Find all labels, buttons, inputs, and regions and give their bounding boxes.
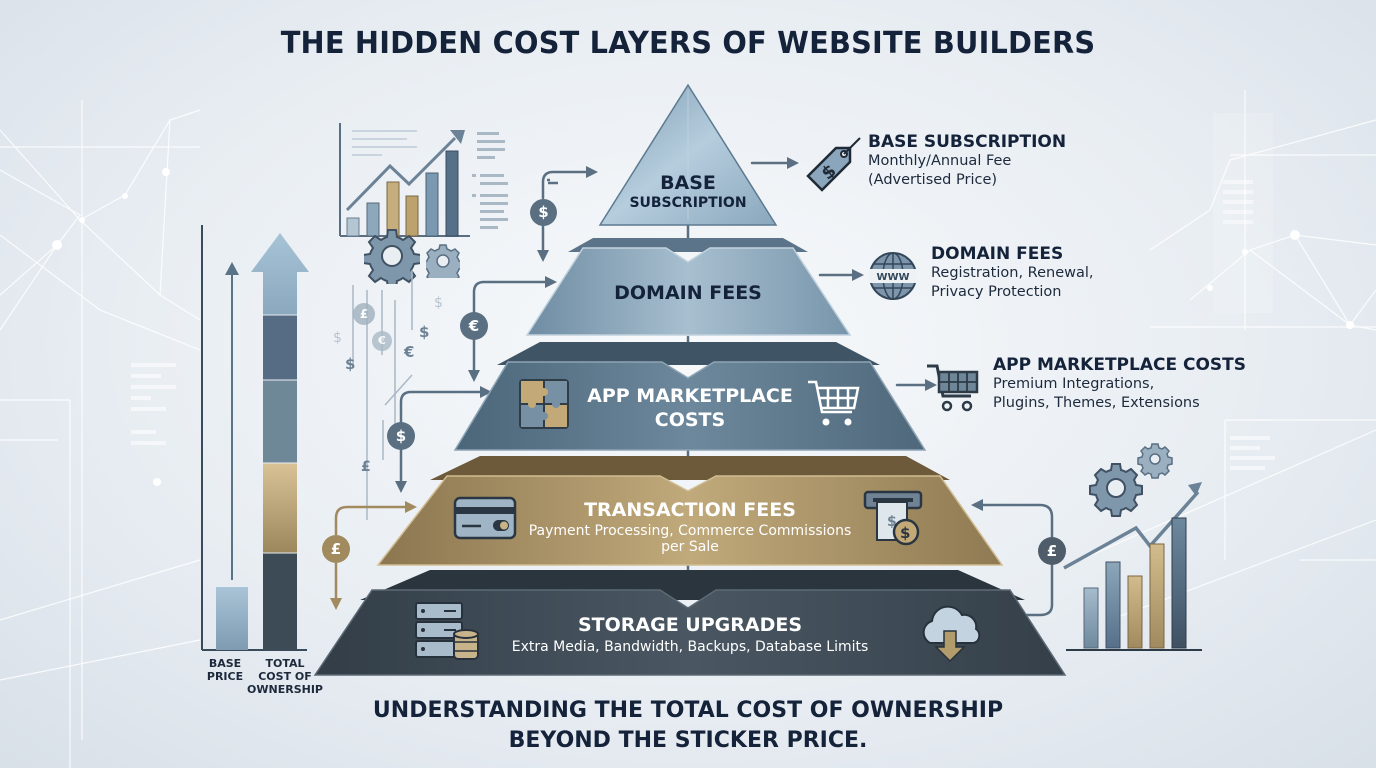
tier-storage-label: STORAGE UPGRADES <box>577 614 803 636</box>
euro-coin-icon: € <box>460 312 488 340</box>
callout-app-marketplace: APP MARKETPLACE COSTS Premium Integratio… <box>993 355 1246 413</box>
callout-line: (Advertised Price) <box>868 172 998 188</box>
svg-text:$: $ <box>900 524 910 542</box>
callout-line: Plugins, Themes, Extensions <box>993 395 1200 411</box>
svg-text:WWW: WWW <box>876 272 909 283</box>
pound-coin-icon: £ <box>1038 537 1066 565</box>
cloud-download-icon <box>922 605 981 663</box>
page-title: THE HIDDEN COST LAYERS OF WEBSITE BUILDE… <box>280 26 1096 61</box>
dollar-coin-icon: $ <box>530 199 557 226</box>
tier-domain-label: DOMAIN FEES <box>614 282 762 304</box>
callout-heading: APP MARKETPLACE COSTS <box>993 355 1247 375</box>
dollar-symbol: $ <box>345 355 356 373</box>
tco-bars <box>201 225 309 651</box>
tier-apps-label: APP MARKETPLACE COSTS <box>587 385 793 431</box>
faded-euro-coin-icon: € <box>372 331 392 351</box>
footer-tagline: UNDERSTANDING THE TOTAL COST OF OWNERSHI… <box>0 696 1376 756</box>
faded-pound-coin-icon: £ <box>353 303 375 325</box>
tier-transaction-description: Payment Processing, Commerce Commissions… <box>528 523 852 555</box>
callout-heading: DOMAIN FEES <box>931 244 1064 264</box>
callout-line: Premium Integrations, <box>993 376 1155 392</box>
dollar-symbol: $ <box>434 295 443 311</box>
footer-line-2: BEYOND THE STICKER PRICE. <box>508 728 868 753</box>
callout-line: Privacy Protection <box>931 284 1062 300</box>
dollar-coin-icon: $ <box>387 422 415 450</box>
svg-text:$: $ <box>887 514 897 530</box>
callout-line: Registration, Renewal, <box>931 265 1094 281</box>
dollar-symbol: $ <box>419 323 430 341</box>
callout-base-subscription: BASE SUBSCRIPTION Monthly/Annual Fee (Ad… <box>868 132 1066 190</box>
server-database-icon <box>415 602 479 660</box>
footer-line-1: UNDERSTANDING THE TOTAL COST OF OWNERSHI… <box>372 698 1004 723</box>
dollar-symbol: $ <box>333 330 342 346</box>
credit-card-icon <box>453 496 517 540</box>
growth-bar-chart-icon <box>1063 443 1202 651</box>
pound-coin-icon: £ <box>322 535 350 563</box>
callout-domain-fees: DOMAIN FEES Registration, Renewal, Priva… <box>931 244 1094 302</box>
tco-comparison-chart <box>195 225 315 655</box>
www-globe-icon: WWW <box>868 251 918 301</box>
base-price-label: BASE PRICE <box>206 657 244 683</box>
gear-icon <box>364 229 420 284</box>
callout-heading: BASE SUBSCRIPTION <box>868 132 1067 152</box>
euro-symbol: € <box>404 343 415 361</box>
tier-base-label: BASE SUBSCRIPTION <box>629 172 747 211</box>
pound-symbol: £ <box>361 459 371 475</box>
small-gear-icon <box>426 244 460 278</box>
tier-transaction-label: TRANSACTION FEES <box>584 499 796 521</box>
total-cost-label: TOTAL COST OF OWNERSHIP <box>247 657 323 696</box>
growth-chart-icon <box>339 123 508 237</box>
callout-line: Monthly/Annual Fee <box>868 153 1012 169</box>
price-tag-icon: $ <box>806 137 861 192</box>
tier-storage-description: Extra Media, Bandwidth, Backups, Databas… <box>511 639 869 655</box>
atm-cash-icon: $ $ <box>863 490 923 546</box>
puzzle-icon <box>519 379 569 429</box>
cart-icon <box>927 364 979 412</box>
cart-icon <box>808 380 860 426</box>
